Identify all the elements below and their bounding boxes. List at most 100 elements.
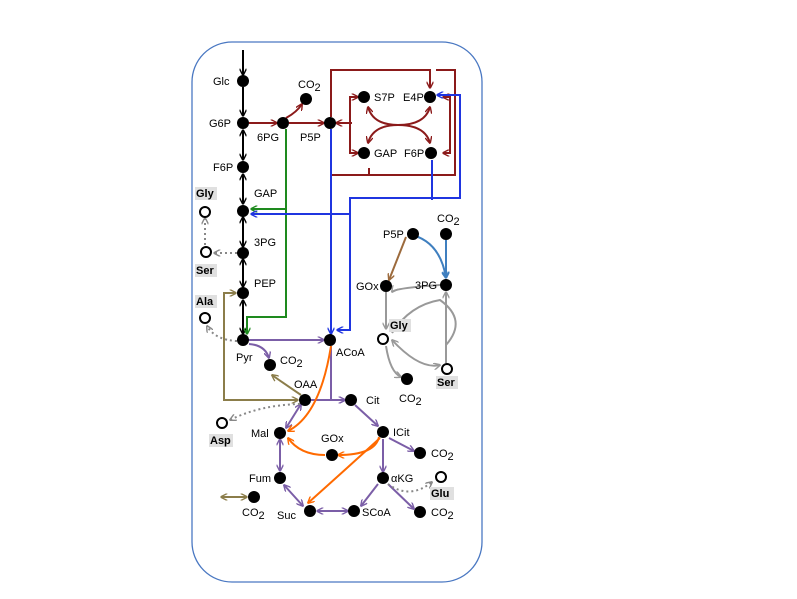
label-3pg-side: 3PG <box>415 280 437 292</box>
label-acoa: ACoA <box>336 347 365 359</box>
mal-oaa-edge <box>286 404 301 428</box>
node-co2-side <box>440 228 452 240</box>
label-suc: Suc <box>277 510 296 522</box>
gly-ser-loop-bottom <box>392 340 440 366</box>
label-gly-side: Gly <box>390 320 409 332</box>
label-mal: Mal <box>251 428 269 440</box>
node-pyr <box>237 334 249 346</box>
node-co2-akg <box>414 506 426 518</box>
node-gly <box>199 206 211 218</box>
label-f6p: F6P <box>213 162 233 174</box>
label-gox: GOx <box>321 433 344 445</box>
node-6pg <box>277 117 289 129</box>
label-pep: PEP <box>254 278 276 290</box>
node-cit <box>345 394 357 406</box>
icit-co2-edge <box>388 437 414 451</box>
transport-edges <box>251 95 461 334</box>
node-suc <box>304 505 316 517</box>
node-mal <box>274 427 286 439</box>
label-oaa: OAA <box>294 379 318 391</box>
label-e4p: E4P <box>403 92 424 104</box>
ala-label-box <box>195 295 217 308</box>
node-gox <box>326 449 338 461</box>
label-co2-icit: CO2 <box>431 448 454 463</box>
node-ser-side <box>441 363 453 375</box>
amino-acid-labels: Gly Ser Ala Asp Glu Gly Ser <box>195 187 458 500</box>
akg-co2-edge <box>387 483 414 509</box>
label-co2-side: CO2 <box>437 213 460 228</box>
p5p-3pg-edge <box>407 233 446 278</box>
label-gap-ppp: GAP <box>374 148 397 160</box>
icit-suc-edge <box>308 437 381 503</box>
asp-label-box <box>209 434 233 447</box>
3pg-gox-curve <box>392 284 441 292</box>
node-p5p <box>324 117 336 129</box>
label-glc: Glc <box>213 76 230 88</box>
label-p5p: P5P <box>300 132 321 144</box>
node-asp <box>216 417 228 429</box>
node-gox-side <box>380 280 392 292</box>
metabolite-nodes <box>199 75 453 518</box>
gap-acoa-edge <box>337 214 351 330</box>
node-acoa <box>324 334 336 346</box>
label-gly: Gly <box>196 188 215 200</box>
label-fum: Fum <box>249 473 271 485</box>
label-scoa: SCoA <box>362 507 391 519</box>
label-ser: Ser <box>196 265 214 277</box>
node-co2-pyr <box>264 359 276 371</box>
oxidative-branch-edges <box>247 129 287 334</box>
node-3pg-side <box>440 279 452 291</box>
gly-ser-loop-top <box>391 298 457 346</box>
node-3pg <box>237 247 249 259</box>
label-6pg: 6PG <box>257 132 279 144</box>
node-co2-ppp <box>300 93 312 105</box>
label-s7p: S7P <box>374 92 395 104</box>
label-f6p-ppp: F6P <box>404 148 424 160</box>
node-ala <box>199 312 211 324</box>
p5p-gox-edge <box>389 236 407 280</box>
e4p-right-bracket <box>443 97 451 153</box>
label-co2-gly: CO2 <box>399 393 422 408</box>
metabolite-labels: Glc G6P 6PG P5P S7P E4P GAP F6P F6P GAP … <box>209 76 460 522</box>
transketolase-curve-left <box>368 107 399 143</box>
label-3pg: 3PG <box>254 237 276 249</box>
glu-label-box <box>430 487 454 500</box>
label-akg: αKG <box>391 473 413 485</box>
ser-label-box <box>195 264 217 277</box>
e4p-gap-edge <box>251 95 461 214</box>
pep-oaa-edge <box>223 293 298 400</box>
cit-icit-edge <box>354 404 378 426</box>
node-ser <box>200 246 212 258</box>
glyoxylate-edges <box>288 345 381 503</box>
node-f6p <box>237 161 249 173</box>
node-fum <box>274 472 286 484</box>
pyr-ala-efflux <box>207 326 238 342</box>
node-gap-ppp <box>358 147 370 159</box>
gly-ser-module-edges <box>386 233 457 377</box>
efflux-edges <box>205 218 432 493</box>
node-akg <box>377 472 389 484</box>
label-ala: Ala <box>196 296 214 308</box>
acoa-mal-edge <box>288 345 332 431</box>
s7p-left-bracket <box>349 97 358 153</box>
node-scoa <box>348 505 360 517</box>
node-glu <box>435 471 447 483</box>
node-co2-ex <box>248 491 260 503</box>
label-co2-akg: CO2 <box>431 507 454 522</box>
suc-fum-edge <box>284 485 303 506</box>
network-frame <box>191 41 483 583</box>
node-co2-icit <box>414 447 426 459</box>
label-asp: Asp <box>210 435 231 447</box>
6pg-co2-edge <box>285 104 302 119</box>
node-pep <box>237 287 249 299</box>
node-f6p-ppp <box>425 147 437 159</box>
node-icit <box>377 426 389 438</box>
node-gap <box>237 205 249 217</box>
label-co2-pyr: CO2 <box>280 355 303 370</box>
label-glu: Glu <box>431 488 449 500</box>
label-co2-ex: CO2 <box>242 507 265 522</box>
6pg-pyr-edge <box>247 209 287 334</box>
node-p5p-side <box>407 228 419 240</box>
oaa-asp-efflux <box>230 403 301 420</box>
label-cit: Cit <box>366 395 379 407</box>
